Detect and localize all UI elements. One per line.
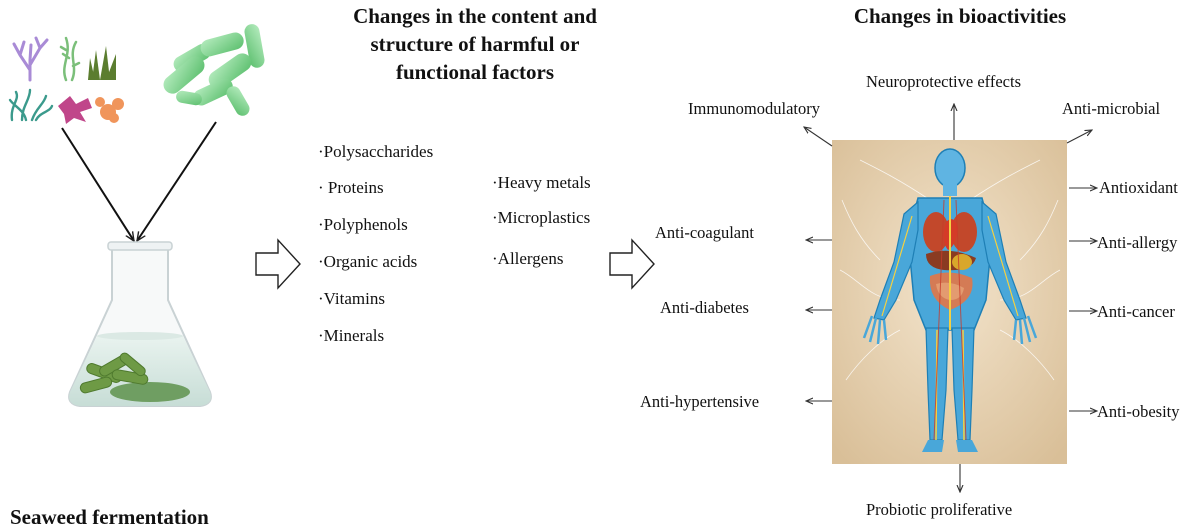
bioactivity-label: Anti-obesity bbox=[1097, 402, 1180, 421]
bioactivity-label: Probiotic proliferative bbox=[866, 500, 1013, 519]
factors-title-line: functional factors bbox=[395, 60, 555, 84]
seaweed-icon bbox=[8, 36, 124, 124]
human-body-icon bbox=[832, 140, 1067, 464]
flask-icon bbox=[68, 241, 212, 407]
harmful-factor-item: ·Microplastics bbox=[492, 208, 591, 227]
bioactivity-arrows bbox=[804, 104, 1097, 492]
bioactivity-label: Antioxidant bbox=[1099, 178, 1178, 197]
harmful-factor-item: ·Heavy metals bbox=[492, 173, 591, 192]
bacteria-icon bbox=[163, 24, 265, 116]
bioactivity-label: Anti-allergy bbox=[1097, 233, 1178, 252]
functional-factor-item: ·Organic acids bbox=[318, 252, 418, 271]
factors-title-line: structure of harmful or bbox=[370, 32, 580, 56]
bioactivity-label: Anti-diabetes bbox=[660, 298, 749, 317]
harmful-factor-item: ·Allergens bbox=[492, 249, 564, 268]
fermentation-title: Seaweed fermentation bbox=[10, 505, 209, 529]
arrow-seaweed-to-flask bbox=[61, 127, 134, 241]
factors-title-line: Changes in the content and bbox=[353, 4, 597, 28]
bioactivity-label: Anti-coagulant bbox=[655, 223, 754, 242]
bioactivity-label: Anti-cancer bbox=[1097, 302, 1175, 321]
functional-factor-item: ·Minerals bbox=[318, 326, 385, 345]
functional-factor-item: ·Polyphenols bbox=[318, 215, 408, 234]
bioactivity-label: Immunomodulatory bbox=[688, 99, 820, 118]
bioactivities-title: Changes in bioactivities bbox=[853, 4, 1067, 28]
outline-arrow-icon bbox=[255, 238, 301, 290]
bioactivity-label: Neuroprotective effects bbox=[866, 72, 1021, 91]
functional-factor-item: ·Polysaccharides bbox=[318, 142, 434, 161]
bioactivity-label: Anti-hypertensive bbox=[640, 392, 760, 411]
functional-factor-item: · Proteins bbox=[318, 178, 384, 197]
arrow-bacteria-to-flask bbox=[137, 121, 217, 241]
outline-arrow-icon bbox=[609, 238, 655, 290]
factors-title: Changes in the content and structure of … bbox=[310, 2, 640, 86]
functional-factor-item: ·Vitamins bbox=[318, 289, 385, 308]
bioactivity-label: Anti-microbial bbox=[1062, 99, 1161, 118]
